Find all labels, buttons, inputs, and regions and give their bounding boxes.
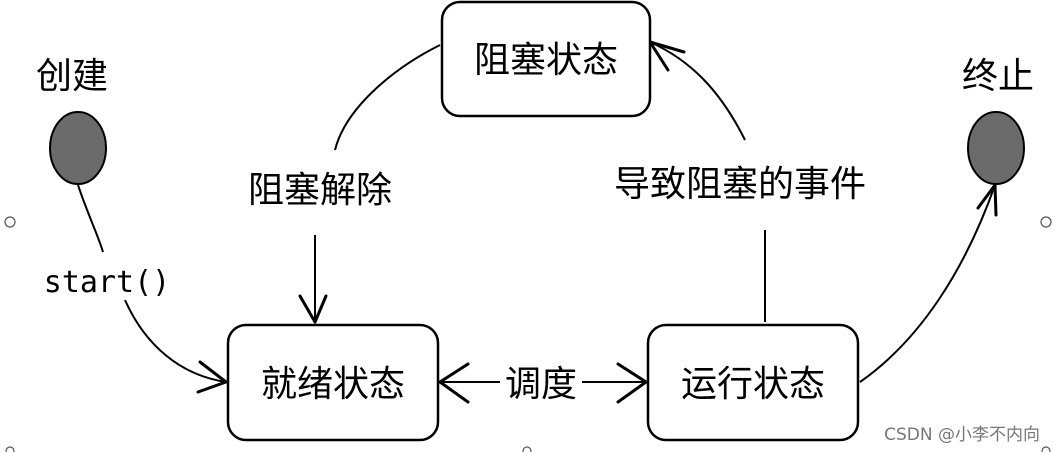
state-blocked-label: 阻塞状态: [474, 40, 618, 81]
edge-create-to-ready-lower: [124, 299, 227, 383]
resize-handle-right[interactable]: [1040, 216, 1052, 228]
resize-handle-bottom-left[interactable]: [5, 446, 15, 452]
edge-running-to-terminate: [859, 184, 996, 383]
create-label: 创建: [36, 56, 108, 97]
edge-blocked-to-ready: [334, 44, 441, 151]
arrowhead-terminate-from-running: [976, 183, 998, 217]
arrowhead-ready-from-blocked: [298, 294, 328, 324]
transition-unblock-label: 阻塞解除: [248, 170, 392, 211]
resize-handle-left[interactable]: [4, 216, 16, 228]
resize-handle-bottom-right[interactable]: [1041, 446, 1051, 452]
state-ready-box: [226, 323, 440, 442]
terminate-node: [967, 111, 1025, 185]
state-running-box: [646, 323, 860, 442]
state-running-label: 运行状态: [681, 364, 825, 405]
state-blocked-box: [440, 0, 652, 118]
arrowhead-blocked-from-running: [648, 40, 686, 72]
terminate-label: 终止: [962, 56, 1034, 97]
arrowhead-ready-from-schedule: [438, 362, 470, 404]
transition-block-event-label: 导致阻塞的事件: [614, 164, 866, 205]
watermark: CSDN @小李不内向: [884, 425, 1040, 445]
state-ready-label: 就绪状态: [261, 364, 405, 405]
arrowhead-ready-from-create: [196, 360, 228, 394]
edge-create-to-ready: [77, 184, 104, 253]
edge-running-to-blocked-upper: [649, 41, 746, 141]
transition-schedule-label: 调度: [505, 364, 577, 405]
resize-handle-bottom-center[interactable]: [522, 446, 532, 452]
arrowhead-running-from-schedule: [616, 362, 648, 404]
transition-start-label: start(): [44, 265, 170, 300]
create-node: [49, 111, 107, 185]
